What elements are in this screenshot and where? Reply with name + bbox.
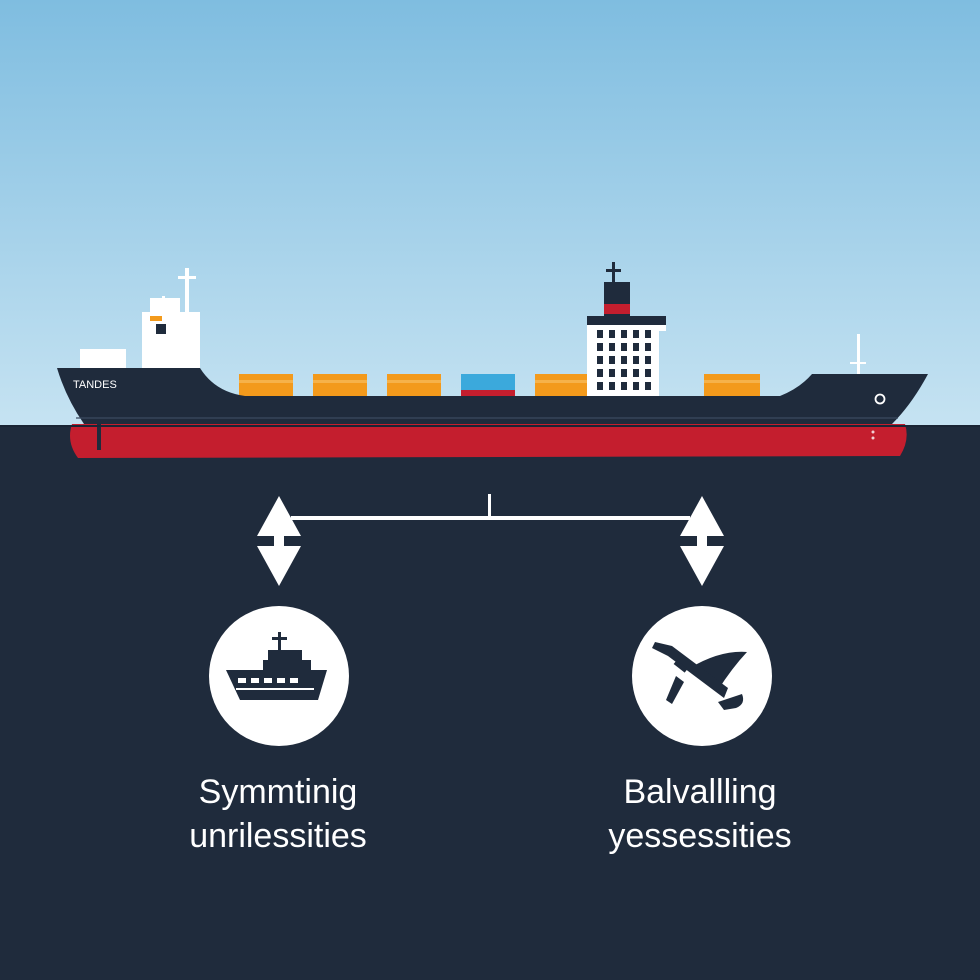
container-shade	[313, 380, 367, 383]
container	[387, 374, 441, 396]
ship-hull-dark	[57, 368, 928, 424]
hull-marking-dot	[871, 436, 875, 440]
bow-mast	[185, 268, 189, 312]
funnel-band	[604, 304, 630, 314]
connector-tick	[488, 494, 491, 518]
bow-deckhouse	[142, 312, 200, 370]
bridge-tower	[587, 262, 666, 396]
bridge-windows	[597, 330, 651, 390]
hull-marking	[97, 424, 101, 450]
container	[535, 374, 589, 396]
container-shade	[704, 380, 760, 383]
anchor-icon	[652, 642, 747, 710]
container-shade	[387, 380, 441, 383]
waterline-edge	[0, 425, 980, 427]
hull-marking-dot	[871, 430, 875, 434]
funnel-mast-crossbar	[606, 269, 621, 272]
right-caption-line2: yessessities	[608, 817, 792, 855]
double-arrow-right-icon	[680, 496, 724, 586]
left-caption-line2: unrilessities	[189, 817, 367, 855]
container-stripe	[461, 390, 515, 396]
bow-mast-post	[162, 296, 165, 314]
boat-icon	[226, 632, 327, 700]
right-caption-line1: Balvallling	[623, 773, 777, 811]
connector-bracket	[291, 494, 690, 520]
container-shade	[535, 380, 589, 383]
bow-deckhouse-small	[80, 349, 126, 369]
double-arrow-left-icon	[257, 496, 301, 586]
bridge-deck	[587, 316, 666, 325]
ship-name-label: TANDES	[73, 379, 117, 391]
left-caption: Symmtinig unrilessities	[118, 770, 438, 858]
left-caption-line1: Symmtinig	[198, 773, 358, 811]
stern-rail	[850, 362, 866, 364]
bow-mast-crossbar	[178, 276, 196, 279]
cargo-ship: TANDES	[57, 262, 928, 458]
container-row	[239, 374, 760, 396]
container	[313, 374, 367, 396]
container-shade	[239, 380, 293, 383]
right-caption: Balvallling yessessities	[540, 770, 860, 858]
container	[239, 374, 293, 396]
bow-light	[150, 316, 162, 321]
funnel-mast	[612, 262, 615, 284]
stern-flagpole	[857, 334, 860, 374]
bow-window	[156, 324, 166, 334]
bridge-wing	[652, 325, 666, 331]
container	[704, 374, 760, 396]
porthole	[874, 393, 886, 405]
ship-hull-red	[70, 424, 907, 458]
